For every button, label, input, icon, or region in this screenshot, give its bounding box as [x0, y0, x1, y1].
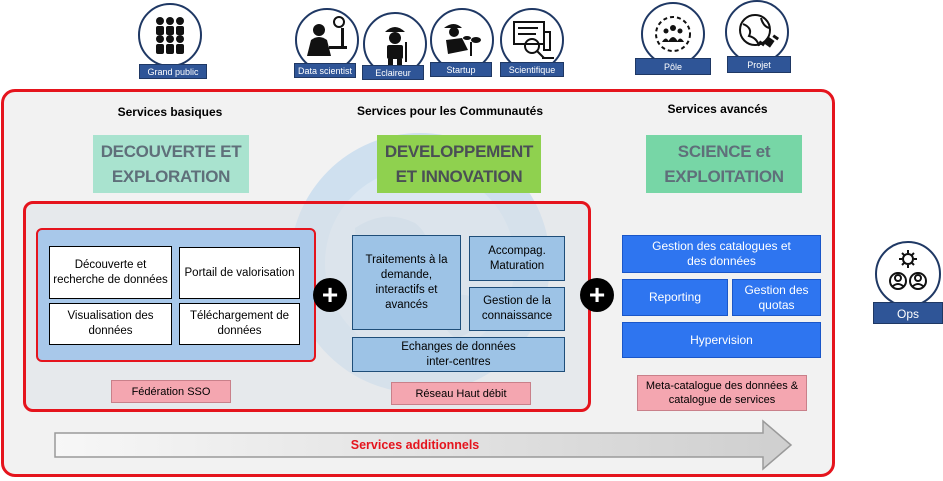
category-science-line1: SCIENCE et	[677, 142, 771, 161]
heading-community-services: Services pour les Communautés	[356, 104, 544, 118]
processing-service: Traitements à la demande, interactifs et…	[352, 235, 461, 330]
pole-label: Pôle	[635, 58, 711, 75]
category-developpement-line2: ET INNOVATION	[395, 167, 523, 186]
download-service: Téléchargement de données	[179, 303, 300, 345]
category-decouverte: DECOUVERTE ET EXPLORATION	[93, 135, 249, 193]
accompaniment-service: Accompag. Maturation	[469, 236, 565, 281]
category-developpement: DEVELOPPEMENT ET INNOVATION	[377, 135, 541, 193]
data-scientist-icon	[295, 8, 359, 72]
network-service: Réseau Haut débit	[391, 382, 531, 405]
additional-services-label: Services additionnels	[350, 438, 480, 452]
category-decouverte-line1: DECOUVERTE ET	[100, 142, 242, 161]
ops-icon	[875, 241, 941, 307]
pole-icon	[641, 2, 705, 66]
visualisation-service: Visualisation des données	[49, 303, 172, 345]
grand-public-label: Grand public	[139, 64, 207, 79]
grand-public-icon	[138, 3, 202, 67]
meta-catalog-service: Meta-catalogue des données & catalogue d…	[637, 375, 807, 411]
plus-icon: +	[580, 278, 614, 312]
heading-basic-services: Services basiques	[117, 105, 223, 119]
reporting-service: Reporting	[622, 279, 728, 316]
additional-services-arrow	[53, 419, 793, 471]
exchange-service: Echanges de données inter-centres	[352, 337, 565, 372]
data-scientist-label: Data scientist	[294, 63, 356, 78]
portal-service: Portail de valorisation	[179, 247, 300, 299]
catalogs-service: Gestion des catalogues et des données	[622, 235, 821, 273]
startup-label: Startup	[430, 62, 492, 77]
category-decouverte-line2: EXPLORATION	[111, 167, 231, 186]
quotas-service: Gestion des quotas	[732, 279, 821, 316]
eclaireur-label: Eclaireur	[362, 65, 424, 80]
startup-icon	[430, 8, 494, 72]
projet-label: Projet	[727, 56, 791, 73]
heading-advanced-services: Services avancés	[667, 102, 768, 116]
federation-sso: Fédération SSO	[111, 380, 231, 403]
ops-label: Ops	[873, 302, 943, 324]
category-science-line2: EXPLOITATION	[664, 167, 784, 186]
plus-icon: +	[313, 278, 347, 312]
category-science: SCIENCE et EXPLOITATION	[646, 135, 802, 193]
projet-icon	[725, 0, 789, 64]
discovery-service: Découverte et recherche de données	[49, 246, 172, 299]
scientifique-label: Scientifique	[500, 62, 564, 77]
hypervision-service: Hypervision	[622, 322, 821, 358]
knowledge-service: Gestion de la connaissance	[469, 287, 565, 331]
category-developpement-line1: DEVELOPPEMENT	[384, 142, 534, 161]
